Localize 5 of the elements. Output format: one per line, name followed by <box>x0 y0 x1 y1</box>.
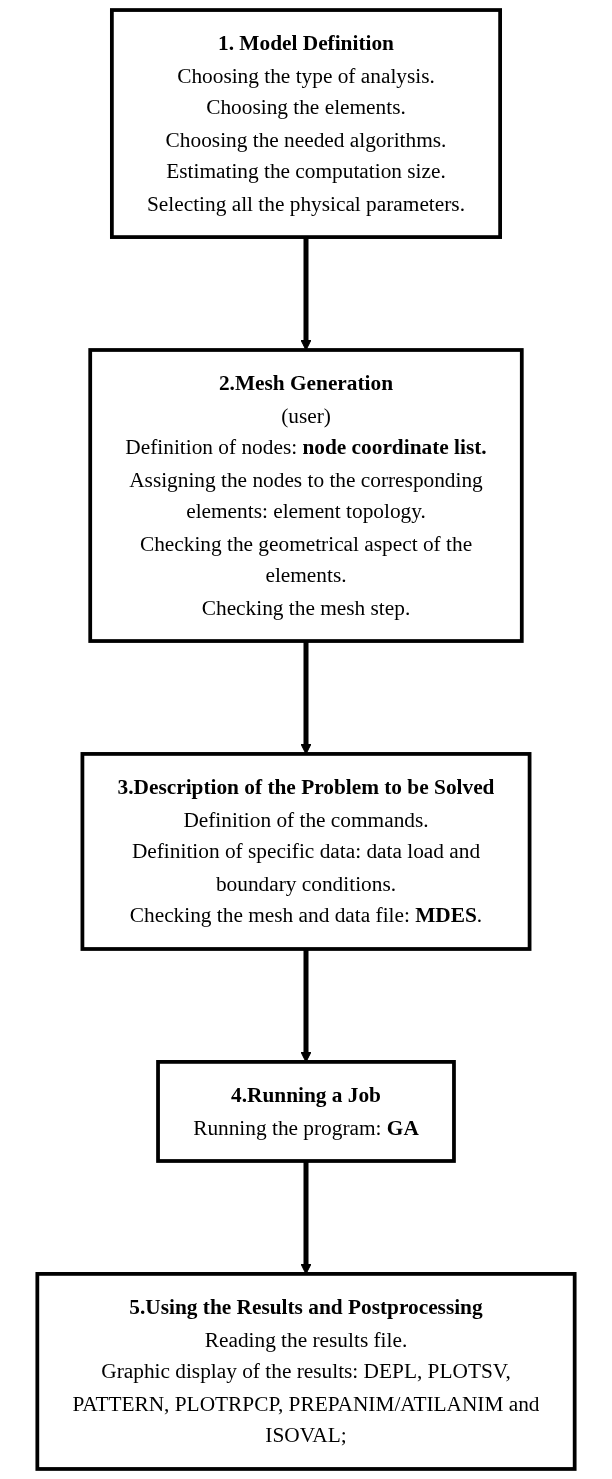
node-box: 3.Description of the Problem to be Solved Definition of the commands. Definition of specific data: data load and boundary conditions. Checking the mesh and data file: MDES. <box>80 752 532 951</box>
node-box: 2.Mesh Generation (user) Definition of nodes: node coordinate list. Assigning the nodes to the corresponding elements: element topology. Checking the geometrical aspect of the elements. Checking the mesh step. <box>88 348 524 643</box>
node-box: 5.Using the Results and Postprocessing Reading the results file. Graphic display of the results: DEPL, PLOTSV, PATTERN, PLOTRPCP, PREPANIM/ATILANIM and ISOVAL; <box>35 1272 577 1471</box>
node-box: 4.Running a Job Running the program: GA <box>156 1060 456 1163</box>
node-box: 1. Model Definition Choosing the type of analysis. Choosing the elements. Choosing the needed algorithms. Estimating the computation size. Selecting all the physical parameters. <box>110 8 502 239</box>
